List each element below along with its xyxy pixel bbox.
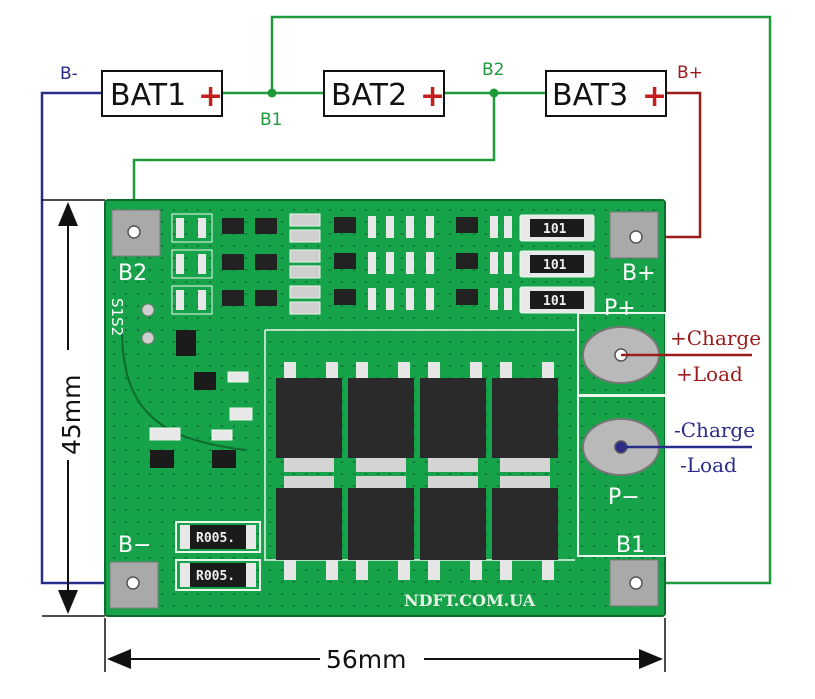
- label-b2: B2: [482, 60, 504, 80]
- pcb-board: B2 B+ P+ P− B− B1 S1S2: [104, 199, 667, 617]
- watermark: NDFT.COM.UA: [404, 591, 536, 610]
- label-plus-charge: +Charge: [670, 326, 761, 350]
- bat3-label: BAT3: [552, 78, 628, 113]
- dimension-width: 56mm: [104, 618, 666, 676]
- dimension-height-label: 45mm: [57, 374, 86, 455]
- pad-b-plus: [609, 211, 659, 259]
- bat1-plus: +: [198, 79, 223, 114]
- label-minus-load: -Load: [680, 453, 737, 477]
- board-label-s1s2: S1S2: [108, 298, 126, 336]
- shunt-resistor-3: 101: [519, 286, 595, 314]
- shunt-label-1: 101: [543, 222, 567, 237]
- pad-b1: [609, 559, 659, 607]
- shunt-resistor-1: 101: [519, 214, 595, 242]
- label-minus-charge: -Charge: [674, 418, 755, 442]
- label-b1: B1: [260, 110, 282, 130]
- pad-b-minus: [109, 561, 159, 609]
- label-b-minus: B-: [60, 64, 78, 84]
- mosfet-row-top: [276, 362, 558, 472]
- battery-bat1: BAT1 +: [101, 70, 223, 117]
- current-shunt-label-2: R005.: [196, 569, 235, 584]
- wire-b2: [132, 93, 496, 232]
- bat2-label: BAT2: [331, 78, 407, 113]
- shunt-resistor-2: 101: [519, 250, 595, 278]
- battery-bat3: BAT3 +: [545, 70, 667, 117]
- battery-bat2: BAT2 +: [323, 70, 445, 117]
- board-label-b-minus: B−: [118, 533, 152, 558]
- current-shunt-2: R005.: [175, 559, 261, 591]
- dimension-width-label: 56mm: [326, 645, 407, 674]
- board-label-b-plus: B+: [622, 261, 656, 286]
- dimension-height: 45mm: [42, 199, 105, 617]
- current-shunt-label-1: R005.: [196, 531, 235, 546]
- node-b2-dot: [489, 88, 499, 98]
- mosfet-row-bottom: [276, 476, 558, 580]
- bat1-label: BAT1: [110, 78, 186, 113]
- bat2-plus: +: [420, 79, 445, 114]
- board-label-b2: B2: [118, 261, 147, 286]
- label-b-plus: B+: [677, 63, 703, 83]
- board-label-b1: B1: [616, 533, 645, 558]
- shunt-label-2: 101: [543, 258, 567, 273]
- board-label-p-plus: P+: [604, 296, 636, 321]
- wire-b-minus: [40, 91, 133, 585]
- pad-b2: [111, 209, 161, 257]
- wire-b-plus: [636, 91, 702, 239]
- bat3-plus: +: [642, 79, 667, 114]
- balancing-rows: [171, 213, 512, 315]
- wire-b1-loop: [270, 15, 772, 585]
- board-label-p-minus: P−: [608, 485, 640, 510]
- shunt-label-3: 101: [543, 294, 567, 309]
- label-plus-load: +Load: [676, 362, 743, 386]
- node-b1-dot: [267, 88, 277, 98]
- current-shunt-1: R005.: [175, 521, 261, 553]
